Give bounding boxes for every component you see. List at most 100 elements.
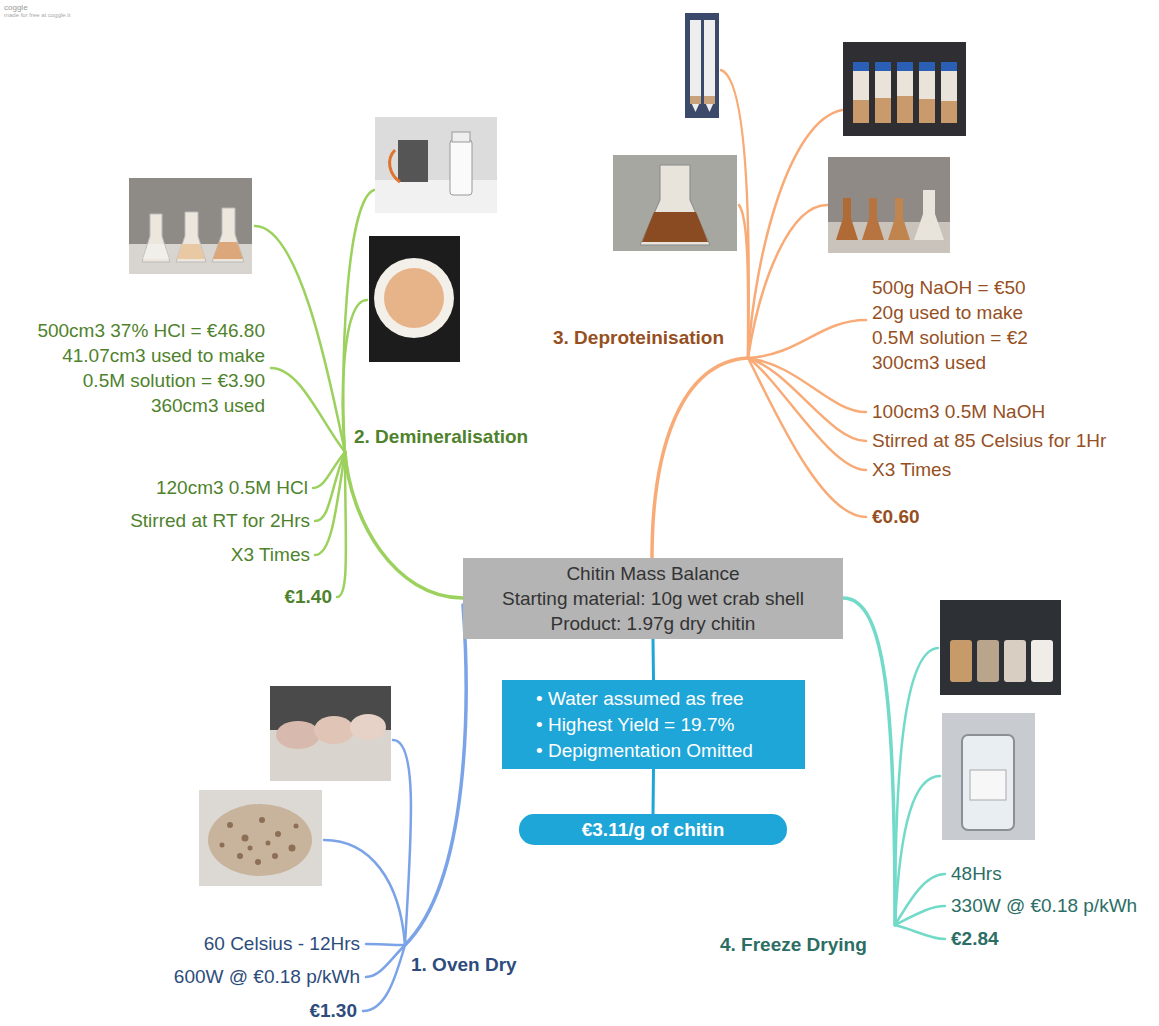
shell-crumbs	[242, 835, 249, 842]
jar	[962, 735, 1014, 830]
notes-box: • Water assumed as free• Highest Yield =…	[502, 680, 805, 769]
photo-ground	[369, 236, 460, 362]
pellet	[690, 96, 701, 104]
flask	[212, 208, 244, 262]
leader-line	[895, 874, 945, 925]
note-text: 120cm3 0.5M HCl	[156, 477, 308, 499]
leader-line	[895, 925, 945, 939]
bowl	[374, 258, 454, 338]
box-text: Product: 1.97g dry chitin	[475, 611, 831, 636]
photo-flask-brown	[613, 155, 737, 251]
photo-freeze-dryer	[942, 713, 1035, 840]
orange-branch	[652, 70, 866, 558]
watermark: coggle	[4, 3, 28, 12]
photo-ground	[613, 155, 737, 251]
shell-crumbs	[259, 817, 265, 823]
jar	[1004, 640, 1026, 682]
branch-label: 4. Freeze Drying	[720, 934, 867, 956]
leader-line	[393, 740, 411, 945]
shell-crumbs	[266, 841, 271, 846]
tubes	[941, 101, 957, 123]
shell-crumbs	[237, 853, 243, 859]
cost-label: €0.60	[872, 506, 920, 528]
tubes	[897, 71, 913, 123]
pellet	[704, 96, 715, 104]
photo-bags	[270, 686, 391, 781]
leader-line	[895, 776, 940, 925]
photo-ground	[129, 178, 252, 274]
bottle	[450, 140, 472, 195]
shell-crumbs	[220, 817, 299, 865]
shell-crumbs	[255, 859, 261, 865]
tubes	[897, 96, 913, 123]
note-text: 500g NaOH = €50 20g used to make 0.5M so…	[872, 275, 1044, 375]
tubes	[853, 62, 957, 123]
leader-line	[366, 944, 405, 945]
cap	[452, 132, 470, 142]
cost-label: €2.84	[951, 928, 999, 950]
liquid	[177, 244, 205, 259]
tubes	[853, 62, 869, 71]
flask	[176, 212, 206, 262]
photo-flasks	[129, 178, 252, 274]
liquid	[143, 244, 169, 259]
tubes	[941, 62, 957, 71]
note-text: 60 Celsius - 12Hrs	[204, 933, 360, 955]
leader-line	[748, 358, 866, 517]
box-text: • Depigmentation Omitted	[536, 738, 789, 764]
leader-line	[324, 840, 405, 945]
flask	[836, 198, 858, 240]
shell-crumbs	[294, 824, 299, 829]
box-heading: Chitin Mass Balance	[475, 561, 831, 586]
shell-crumbs	[272, 853, 278, 859]
teal-branch	[843, 598, 945, 939]
photo-tubes	[685, 13, 719, 118]
green-branch	[255, 190, 463, 598]
box-text: • Highest Yield = 19.7%	[536, 712, 789, 738]
photo-flasks-brown	[828, 157, 950, 253]
connector	[652, 639, 656, 680]
tubes	[875, 62, 891, 71]
flask	[640, 165, 710, 245]
note-text: 100cm3 0.5M NaOH	[872, 401, 1045, 423]
branch-label: 1. Oven Dry	[411, 954, 517, 976]
cost-label: €1.30	[309, 1000, 357, 1022]
photo-ground	[375, 117, 497, 213]
leader-line	[895, 648, 938, 925]
photo-ground	[828, 157, 950, 253]
shell-heap	[208, 804, 312, 876]
connector	[652, 769, 656, 814]
leader-line	[313, 452, 345, 488]
branch-line	[652, 358, 748, 558]
leader-line	[255, 226, 345, 452]
tubes	[875, 98, 891, 123]
note-text: Stirred at 85 Celsius for 1Hr	[872, 430, 1106, 452]
note-text: 48Hrs	[951, 863, 1002, 885]
leader-line	[748, 110, 842, 358]
branch-line	[843, 598, 895, 925]
flask	[142, 214, 170, 262]
tubes	[897, 62, 913, 71]
note-text: 330W @ €0.18 p/kWh	[951, 895, 1137, 917]
photo-ground	[270, 686, 391, 781]
cost-label: €1.40	[284, 586, 332, 608]
liquid	[642, 212, 708, 242]
photo-ground	[940, 600, 1061, 695]
photo-jars	[940, 600, 1061, 695]
leader-line	[315, 452, 345, 555]
shell-crumbs	[248, 846, 253, 851]
flask	[888, 198, 910, 240]
result-pill: €3.11/g of chitin	[519, 814, 787, 845]
tubes	[919, 62, 935, 71]
photo-ground	[199, 790, 322, 886]
shell-crumbs	[289, 845, 296, 852]
branch-line	[345, 452, 463, 598]
shell-crumbs	[227, 822, 233, 828]
photo-ground	[685, 13, 719, 118]
photo-ground	[942, 713, 1035, 840]
bench	[375, 180, 497, 213]
tubes	[853, 100, 869, 123]
leader-line	[748, 320, 866, 358]
tube	[704, 20, 715, 112]
flask	[914, 190, 944, 240]
